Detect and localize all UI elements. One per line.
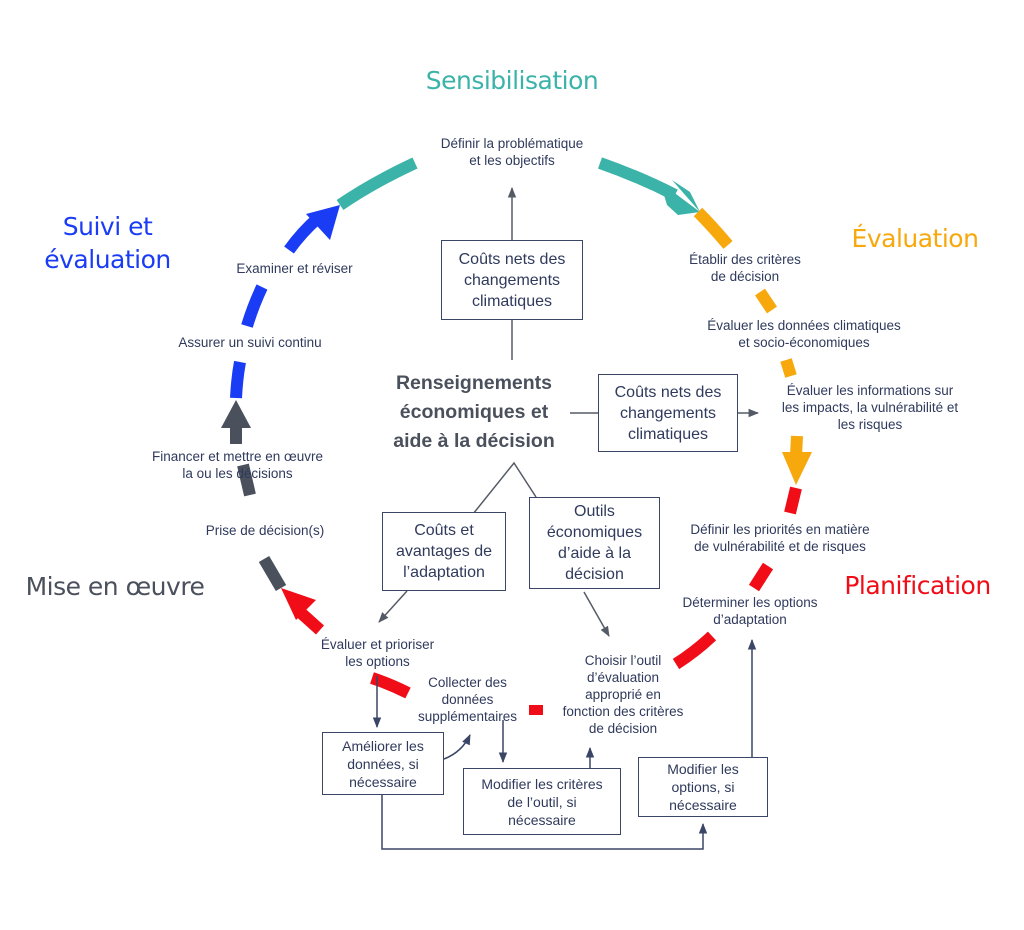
connector-center-split <box>472 461 537 515</box>
box-outils-economiques: Outils économiques d’aide à la décision <box>529 497 660 589</box>
connector-couts-to-evaluer <box>378 590 408 623</box>
step-evaluer-prioriser: Évaluer et prioriser les options <box>320 637 435 669</box>
step-definir-problematique: Définir la problématique et les objectif… <box>440 136 584 168</box>
step-determiner-options: Déterminer les options d’adaptation <box>682 595 818 627</box>
arc-evaluation-1 <box>693 207 733 249</box>
step-etablir-criteres: Établir des critères de décision <box>689 252 801 284</box>
arc-planification-4 <box>529 705 543 715</box>
connector-outils-to-choisir <box>583 591 610 637</box>
arc-sensibilisation-left <box>336 157 418 210</box>
arc-suivi-3 <box>284 213 322 254</box>
arc-evaluation-3 <box>780 358 797 378</box>
phase-suivi-evaluation: Suivi et évaluation <box>44 212 171 274</box>
step-definir-priorites: Définir les priorités en matière de vuln… <box>690 522 870 554</box>
step-collecter-donnees: Collecter des données supplémentaires <box>417 675 518 724</box>
arc-planification-6 <box>295 607 325 635</box>
box-couts-avantages: Coûts et avantages de l’adaptation <box>382 512 506 591</box>
arrowhead-planification <box>281 588 316 620</box>
arc-mise-1 <box>258 555 287 592</box>
box-couts-nets-top: Coûts nets des changements climatiques <box>441 240 583 320</box>
box-modifier-options: Modifier les options, si nécessaire <box>638 757 768 817</box>
arc-evaluation-2 <box>755 288 777 314</box>
arc-planification-1 <box>784 486 802 515</box>
arc-suivi-2 <box>241 284 268 328</box>
arrowhead-mise <box>221 400 251 428</box>
phase-evaluation: Évaluation <box>851 224 979 253</box>
box-modifier-criteres: Modifier les critères de l’outil, si néc… <box>463 768 621 835</box>
step-evaluer-donnees: Évaluer les données climatiques et socio… <box>707 318 901 350</box>
arc-suivi-1 <box>230 360 246 399</box>
cycle-arcs <box>221 157 812 715</box>
step-prise-decision: Prise de décision(s) <box>205 523 325 538</box>
step-evaluer-informations: Évaluer les informations sur les impacts… <box>781 383 959 432</box>
center-title: Renseignements économiques et aide à la … <box>393 372 555 452</box>
box-ameliorer-donnees: Améliorer les données, si nécessaire <box>322 732 444 795</box>
arc-planification-5 <box>370 672 411 699</box>
arrowhead-suivi <box>306 205 340 240</box>
phase-mise-en-oeuvre: Mise en œuvre <box>25 572 205 601</box>
arrowhead-evaluation <box>782 452 812 485</box>
box-couts-nets-right: Coûts nets des changements climatiques <box>598 374 738 452</box>
connectors <box>372 186 760 850</box>
arrowhead-sensibilisation-b <box>672 180 700 212</box>
arrowhead-sensibilisation <box>660 182 700 215</box>
arc-planification-3 <box>672 631 717 670</box>
arc-planification-2 <box>748 562 774 592</box>
connector-ameliorer-to-options <box>381 780 708 850</box>
connector-ameliorer-to-collecter <box>443 734 471 760</box>
step-financer: Financer et mettre en œuvre la ou les dé… <box>151 449 324 481</box>
step-assurer-suivi: Assurer un suivi continu <box>178 335 322 350</box>
step-choisir-outil: Choisir l’outil d’évaluation approprié e… <box>562 653 684 736</box>
phase-planification: Planification <box>844 571 991 600</box>
phase-sensibilisation: Sensibilisation <box>425 66 599 95</box>
step-examiner: Examiner et réviser <box>236 261 353 276</box>
arc-mise-2 <box>237 463 256 497</box>
